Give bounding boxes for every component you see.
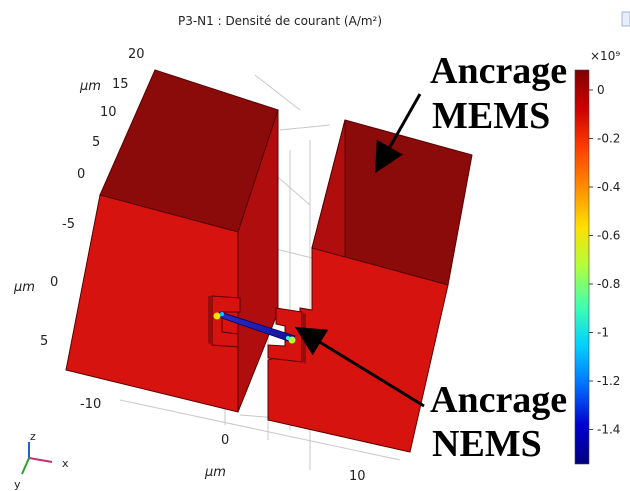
tick-label: 10 (100, 105, 117, 120)
toolbar-icon[interactable] (621, 11, 630, 27)
colorbar-tick-label: -1.2 (597, 374, 620, 388)
nems-anchor-left (208, 295, 241, 348)
tick-label: 5 (40, 334, 48, 349)
annotation-nems-arrow (294, 326, 425, 408)
unit-label-left: μm (13, 280, 35, 295)
unit-label-bottom: μm (204, 465, 226, 480)
colorbar-tick-label: -1.4 (597, 423, 620, 437)
colorbar-tick-label: -1 (597, 326, 609, 340)
tick-label: 0 (50, 275, 58, 290)
colorbar-tick-label: -0.4 (597, 180, 620, 194)
annotation-nems-line1: Ancrage (430, 379, 567, 421)
right-block-front (267, 247, 449, 453)
plot-title: P3-N1 : Densité de courant (A/m²) (177, 14, 383, 28)
left-block-front (65, 194, 239, 413)
annotation-mems-line1: Ancrage (430, 50, 567, 92)
tick-label: 0 (77, 167, 85, 182)
triad-z-label: z (30, 430, 36, 443)
tick-label: -10 (80, 397, 101, 412)
y-top-ticks: 20 15 10 5 0 -5 (62, 47, 145, 232)
triad-y-label: y (14, 478, 21, 491)
tick-label: 20 (128, 47, 145, 62)
annotation-mems-line2: MEMS (432, 95, 550, 137)
tick-label: 10 (349, 469, 366, 484)
unit-labels: μm μm μm (13, 79, 226, 480)
annotation-nems-line2: NEMS (432, 423, 542, 465)
axis-triad: z x y (14, 430, 69, 491)
tick-label: -5 (62, 217, 75, 232)
annotation-mems-arrow (375, 93, 422, 174)
triad-x-label: x (62, 457, 69, 470)
colorbar-exponent: ×10⁹ (590, 49, 620, 63)
colorbar-tick-label: -0.8 (597, 277, 620, 291)
tick-label: 0 (221, 433, 229, 448)
z-left-ticks: 0 5 (40, 275, 58, 349)
colorbar-ticks: 0 -0.2 -0.4 -0.6 -0.8 -1 -1.2 -1.4 (589, 83, 620, 437)
unit-label-top: μm (79, 79, 101, 94)
annotation-nems: Ancrage NEMS (294, 326, 567, 465)
colorbar-tick-label: 0 (597, 83, 605, 97)
annotation-mems: Ancrage MEMS (375, 50, 567, 174)
colorbar: ×10⁹ 0 -0.2 -0.4 -0.6 -0.8 -1 -1.2 -1.4 (574, 49, 620, 465)
left-mems-block (65, 69, 279, 413)
colorbar-gradient (574, 69, 590, 465)
right-mems-block (267, 119, 473, 453)
x-bottom-ticks: -10 0 10 (80, 397, 366, 484)
tick-label: 5 (92, 135, 100, 150)
colorbar-tick-label: -0.2 (597, 132, 620, 146)
tick-label: 15 (112, 77, 129, 92)
colorbar-tick-label: -0.6 (597, 229, 620, 243)
